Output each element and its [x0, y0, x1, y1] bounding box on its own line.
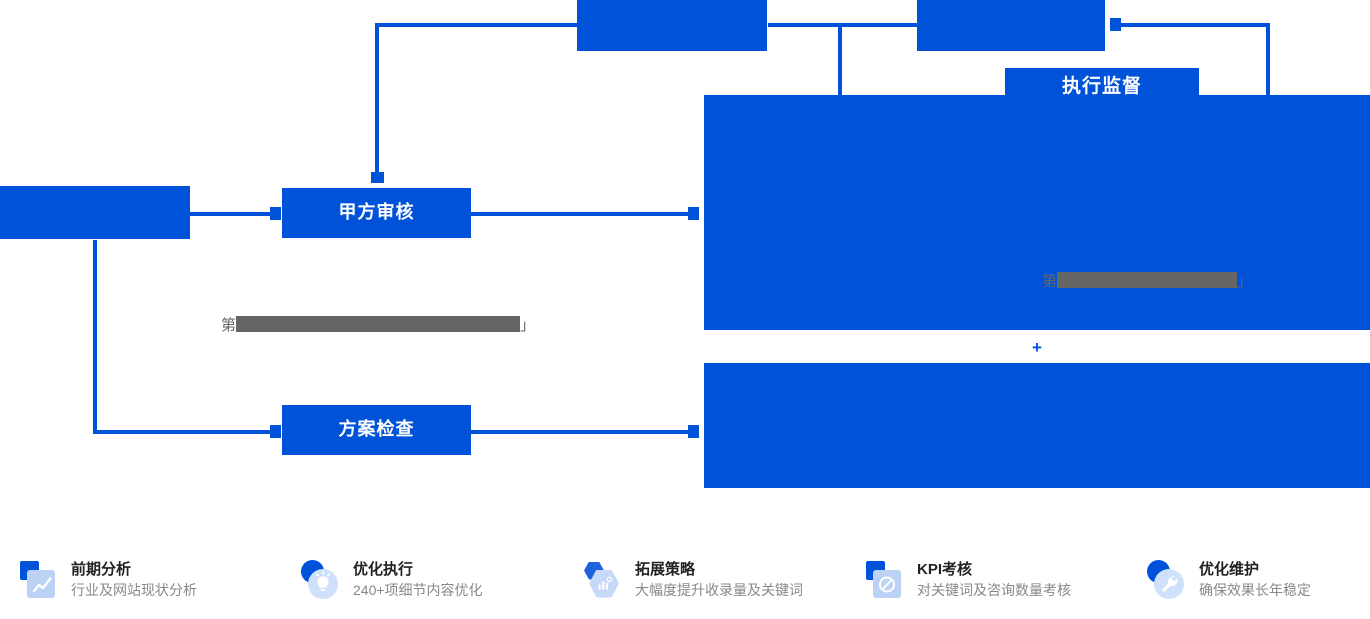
redacted-note-left-trailing: 」 [520, 317, 536, 334]
redacted-note-left: 第」 [221, 314, 535, 335]
wrench-glyph [1161, 575, 1178, 592]
connector-left-branch-vertical [93, 240, 97, 434]
feature-item-4-subtitle: 确保效果长年稳定 [1199, 581, 1311, 598]
connector-top-mid-horizontal [768, 23, 918, 27]
feature-item-3[interactable]: KPI考核 对关键词及咨询数量考核 [846, 540, 1128, 619]
feature-item-0-title: 前期分析 [71, 560, 132, 578]
connector-left-to-review [189, 212, 277, 216]
connector-left-branch-horizontal [93, 430, 277, 434]
node-left-entry[interactable] [0, 186, 190, 239]
node-top-center[interactable] [577, 0, 767, 51]
connector-top-left-vertical [375, 23, 379, 183]
feature-item-3-title: KPI考核 [917, 560, 973, 578]
arrow-head-left-to-review [270, 207, 281, 220]
feature-item-2-text: 拓展策略 大幅度提升收录量及关键词 [635, 560, 803, 600]
connector-top-mid-vertical [838, 23, 842, 95]
node-top-right[interactable] [917, 0, 1105, 51]
feature-item-1-title: 优化执行 [353, 560, 414, 578]
chart-document-icon [18, 559, 60, 601]
panel-upper-right[interactable] [704, 95, 1370, 330]
feature-item-2-title: 拓展策略 [635, 560, 696, 578]
redacted-note-right-bar [1057, 272, 1238, 288]
arrow-head-review-to-panel [688, 207, 699, 220]
feature-strip: 前期分析 行业及网站现状分析 优化执行 [0, 540, 1370, 619]
arrow-head-top-right [1110, 18, 1121, 31]
feature-item-4[interactable]: 优化维护 确保效果长年稳定 [1128, 540, 1370, 619]
feature-item-0-text: 前期分析 行业及网站现状分析 [71, 560, 197, 600]
redacted-note-left-bar [236, 316, 521, 332]
target-glyph [879, 576, 895, 592]
node-execution-supervision-label: 执行监督 [1061, 75, 1142, 97]
wrench-icon [1146, 559, 1188, 601]
connector-top-right-vertical [1266, 23, 1270, 95]
panel-lower-right[interactable] [704, 363, 1370, 488]
connector-top-left-horizontal [375, 23, 705, 27]
feature-item-0-subtitle: 行业及网站现状分析 [71, 581, 197, 598]
arrow-head-to-party-a-review [371, 172, 384, 183]
strategy-bars-glyph [598, 576, 613, 590]
feature-item-1[interactable]: 优化执行 240+项细节内容优化 [282, 540, 564, 619]
feature-item-3-subtitle: 对关键词及咨询数量考核 [917, 581, 1071, 598]
redacted-note-right-leading: 第 [1042, 273, 1058, 290]
arrow-head-to-plan-check [270, 425, 281, 438]
node-party-a-review[interactable]: 甲方审核 [282, 188, 471, 238]
feature-item-1-subtitle: 240+项细节内容优化 [353, 581, 483, 598]
feature-item-2-subtitle: 大幅度提升收录量及关键词 [635, 581, 803, 598]
feature-item-0[interactable]: 前期分析 行业及网站现状分析 [0, 540, 282, 619]
redacted-note-right: 第」 [1042, 270, 1252, 291]
node-party-a-review-label: 甲方审核 [338, 202, 415, 223]
connector-top-right-horizontal [1114, 23, 1270, 27]
expand-plus-icon[interactable]: + [1032, 338, 1042, 357]
node-plan-check[interactable]: 方案检查 [282, 405, 471, 455]
lightbulb-glyph [315, 570, 331, 591]
strategy-hex-icon [582, 559, 624, 601]
feature-item-1-text: 优化执行 240+项细节内容优化 [353, 560, 483, 600]
feature-item-4-title: 优化维护 [1199, 560, 1260, 578]
feature-item-3-text: KPI考核 对关键词及咨询数量考核 [917, 560, 1071, 600]
node-plan-check-label: 方案检查 [338, 419, 415, 440]
redacted-note-left-leading: 第 [221, 317, 237, 334]
feature-item-4-text: 优化维护 确保效果长年稳定 [1199, 560, 1311, 600]
connector-review-to-panel [471, 212, 694, 216]
chart-line-glyph [32, 576, 52, 592]
lightbulb-icon [300, 559, 342, 601]
redacted-note-right-trailing: 」 [1237, 273, 1253, 290]
arrow-head-plan-check-to-panel [688, 425, 699, 438]
connector-plan-check-to-panel [471, 430, 694, 434]
feature-item-2[interactable]: 拓展策略 大幅度提升收录量及关键词 [564, 540, 846, 619]
target-document-icon [864, 559, 906, 601]
process-flow-diagram: 甲方审核 方案检查 执行监督 + 第」 第」 [0, 0, 1370, 488]
